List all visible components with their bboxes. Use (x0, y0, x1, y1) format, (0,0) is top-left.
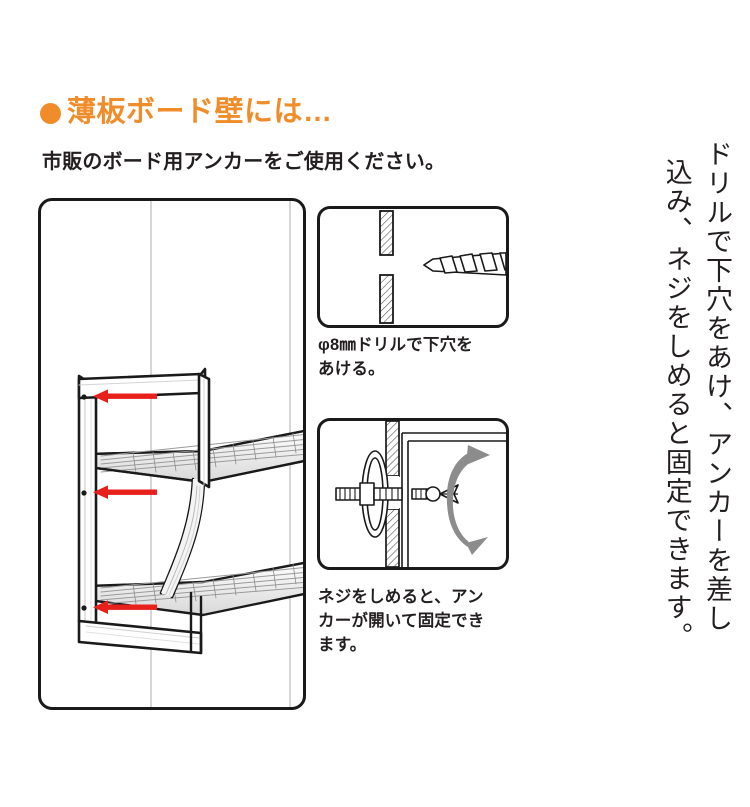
caption-anchor-line-3: ます。 (318, 635, 367, 654)
mounting-arrows (93, 389, 157, 614)
top-frame-rail (77, 367, 211, 489)
rotation-arrow-icon (446, 445, 490, 555)
arrow-top (93, 389, 157, 403)
section-heading: 薄板ボード壁には… (40, 98, 333, 127)
arrow-bottom (93, 600, 157, 614)
screw-hole-bottom (81, 605, 87, 611)
bottom-tray-lip (77, 591, 203, 655)
upper-shelf-slab (86, 429, 303, 484)
board-wall-cross-section (379, 210, 394, 324)
drill-cross-section-drawing (379, 210, 506, 324)
drill-bit-icon (423, 252, 506, 276)
bullet-circle-icon (40, 103, 61, 124)
inset-panel-anchor (317, 418, 509, 570)
vertical-instruction-text: ドリルで下穴をあけ、アンカーを差し 込み、ネジをしめると固定できます。 (662, 140, 732, 740)
expanded-anchor-icon (335, 450, 403, 538)
vertical-mounting-rail (77, 374, 98, 633)
section-heading-label: 薄板ボード壁には… (67, 96, 333, 128)
shelf-bracket-drawing (77, 367, 303, 655)
caption-drill-line-1: φ8㎜ドリルで下穴を (318, 336, 473, 354)
caption-anchor-line-2: カーが開いて固定でき (318, 611, 485, 630)
anchor-cross-section-drawing (335, 421, 506, 567)
vertical-text-column-2: 込み、ネジをしめると固定できます。 (661, 158, 692, 651)
vertical-text-column-1: ドリルで下穴をあけ、アンカーを差し (702, 140, 732, 633)
screw-hole-marks (81, 394, 87, 611)
curved-bracket-support (159, 477, 206, 599)
section-subheading: 市販のボード用アンカーをご使用ください。 (42, 151, 446, 173)
caption-drill-step: φ8㎜ドリルで下穴を あける。 (318, 334, 518, 382)
board-wall-column (385, 421, 400, 567)
caption-anchor-step: ネジをしめると、アン カーが開いて固定でき ます。 (318, 586, 523, 658)
screw-hole-middle (81, 490, 87, 496)
inset-panel-drill (317, 206, 509, 328)
arrow-middle (93, 485, 157, 499)
screw-hole-top (81, 394, 87, 400)
caption-anchor-line-1: ネジをしめると、アン (318, 588, 484, 606)
main-illustration-panel (38, 198, 306, 710)
caption-drill-line-2: あける。 (318, 359, 385, 378)
